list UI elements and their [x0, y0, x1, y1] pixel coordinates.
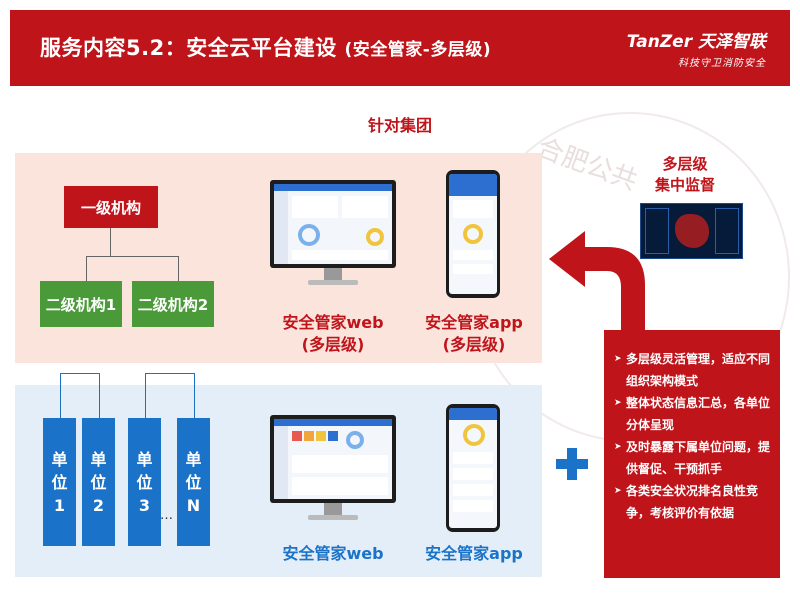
caption-line: (多层级) [301, 335, 365, 354]
connector-line [194, 373, 195, 418]
connector-line [86, 256, 87, 281]
unit-char: 位 [51, 472, 68, 492]
feature-text: 整体状态信息汇总，各单位分体呈现 [626, 396, 771, 432]
app-screenshot [449, 408, 497, 528]
unit-char: 单 [90, 449, 107, 469]
monitor-label: 多层级 集中监督 [640, 154, 730, 196]
connector-line [145, 373, 195, 374]
header-banner: 服务内容5.2：安全云平台建设 (安全管家-多层级) TanZer 天泽智联 科… [10, 10, 790, 86]
arrow-bullet-icon: ➤ [614, 354, 622, 364]
monitor-label-line: 集中监督 [654, 176, 715, 194]
app-multilevel-caption: 安全管家app (多层级) [414, 312, 534, 356]
connector-line [99, 373, 100, 418]
app-phone-multilevel [446, 170, 500, 298]
arrow-bullet-icon: ➤ [614, 398, 622, 408]
brand-slogan: 科技守卫消防安全 [678, 58, 766, 69]
feature-text: 多层级灵活管理，适应不同组织架构模式 [626, 352, 771, 388]
plus-icon [556, 448, 588, 480]
feature-item: ➤ 各类安全状况排名良性竞争，考核评价有依据 [614, 480, 772, 524]
units-ellipsis: … [160, 508, 173, 523]
unit-number: 3 [138, 495, 151, 515]
monitor-dashboard-thumbnail [640, 203, 743, 259]
monitor-label-line: 多层级 [662, 155, 708, 173]
title-main: 服务内容5.2：安全云平台建设 [40, 36, 337, 60]
page-title: 服务内容5.2：安全云平台建设 (安全管家-多层级) [40, 32, 491, 62]
unit-char: 位 [136, 472, 153, 492]
caption-line: (多层级) [442, 335, 506, 354]
connector-line [178, 256, 179, 281]
app-screenshot [449, 174, 497, 294]
web-multilevel-caption: 安全管家web (多层级) [270, 312, 396, 356]
section-title: 针对集团 [367, 116, 432, 135]
unit-char: 单 [51, 449, 68, 469]
arrow-bullet-icon: ➤ [614, 442, 622, 452]
feature-text: 及时暴露下属单位问题，提供督促、干预抓手 [626, 440, 771, 476]
connector-line [86, 256, 179, 257]
unit-box-1: 单 位 1 [43, 418, 76, 546]
connector-line [145, 373, 146, 418]
caption-line: 安全管家web [282, 313, 384, 332]
caption-line: 安全管家app [425, 313, 523, 332]
unit-number: N [186, 495, 201, 515]
app-phone [446, 404, 500, 532]
unit-char: 位 [90, 472, 107, 492]
feature-item: ➤ 多层级灵活管理，适应不同组织架构模式 [614, 348, 772, 392]
curved-up-left-arrow-icon [549, 231, 645, 335]
unit-box-n: 单 位 N [177, 418, 210, 546]
unit-number: 1 [53, 495, 66, 515]
org-level1-box: 一级机构 [64, 186, 158, 228]
web-dashboard-screenshot [274, 184, 392, 264]
unit-box-2: 单 位 2 [82, 418, 115, 546]
feature-item: ➤ 及时暴露下属单位问题，提供督促、干预抓手 [614, 436, 772, 480]
connector-line [60, 373, 61, 418]
web-caption: 安全管家web [282, 544, 384, 563]
unit-char: 单 [185, 449, 202, 469]
features-box: ➤ 多层级灵活管理，适应不同组织架构模式 ➤ 整体状态信息汇总，各单位分体呈现 … [604, 330, 780, 578]
unit-number: 2 [92, 495, 105, 515]
arrow-bullet-icon: ➤ [614, 486, 622, 496]
brand-logo: TanZer 天泽智联 科技守卫消防安全 [627, 32, 766, 69]
unit-char: 位 [185, 472, 202, 492]
org-level2-box-1: 二级机构1 [40, 281, 122, 327]
web-dashboard-screenshot [274, 419, 392, 499]
feature-item: ➤ 整体状态信息汇总，各单位分体呈现 [614, 392, 772, 436]
connector-line [110, 228, 111, 256]
unit-box-3: 单 位 3 [128, 418, 161, 546]
app-caption: 安全管家app [425, 544, 523, 563]
feature-text: 各类安全状况排名良性竞争，考核评价有依据 [626, 484, 759, 520]
org-level2-box-2: 二级机构2 [132, 281, 214, 327]
unit-char: 单 [136, 449, 153, 469]
brand-name: TanZer 天泽智联 [626, 32, 766, 52]
connector-line [60, 373, 100, 374]
title-subtitle: (安全管家-多层级) [344, 40, 492, 60]
